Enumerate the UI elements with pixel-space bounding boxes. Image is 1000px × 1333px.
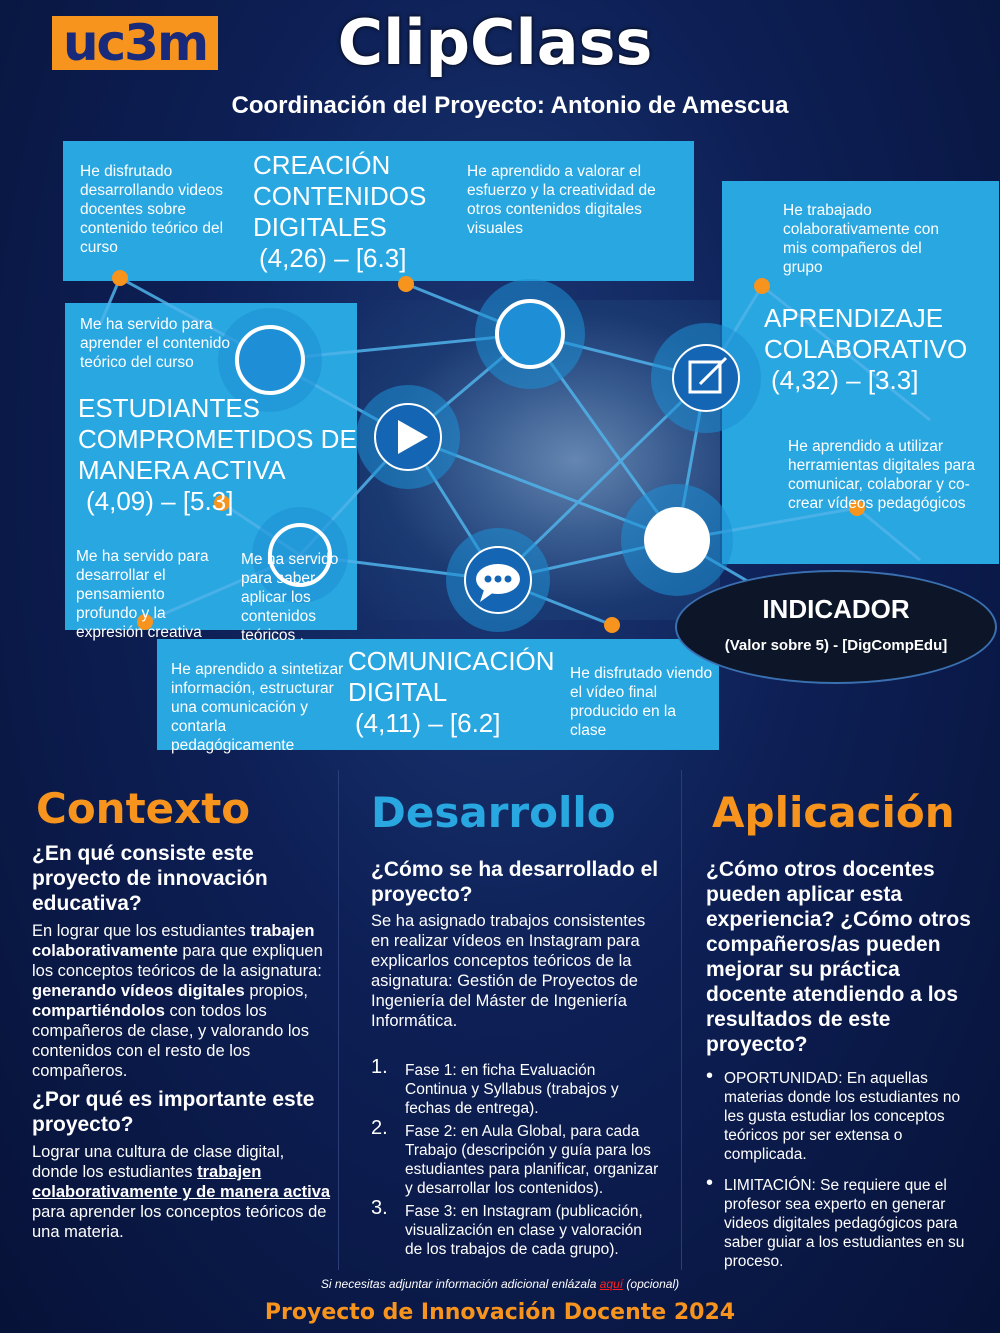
indicator-subtitle: (Valor sobre 5) - [DigCompEdu] — [724, 637, 948, 654]
poster-title: ClipClass — [337, 6, 653, 79]
comunicacion-right-note: He disfrutado viendo el vídeo final prod… — [570, 665, 713, 739]
box-aprendizaje — [722, 181, 999, 564]
phase-item: 2. Fase 2: en Aula Global, para cada Trab… — [371, 1117, 661, 1198]
phase-text: Fase 2: en Aula Global, para cada Trabaj… — [405, 1123, 659, 1197]
contexto-question-2: ¿Por qué es importante este proyecto? — [32, 1088, 315, 1136]
column-divider — [338, 770, 339, 1270]
aplicacion-list: OPORTUNIDAD: En aquellas materias donde … — [706, 1067, 981, 1271]
phase-item: 1. Fase 1: en ficha Evaluación Continua y… — [371, 1056, 661, 1118]
phase-number: 1. — [371, 1056, 388, 1078]
play-icon — [398, 420, 428, 454]
indicator-title: INDICADOR — [762, 594, 910, 624]
indicator-legend: INDICADOR (Valor sobre 5) - [DigCompEdu] — [675, 570, 997, 684]
column-divider — [681, 770, 682, 1270]
phase-number: 2. — [371, 1117, 388, 1139]
contexto-heading: Contexto — [36, 784, 251, 833]
additional-info-link[interactable]: aquí — [599, 1277, 624, 1291]
aprendizaje-bottom-note: He aprendido a utilizar herramientas dig… — [788, 438, 975, 512]
edit-icon — [688, 356, 728, 394]
chat-icon — [476, 564, 520, 602]
phase-text: Fase 3: en Instagram (publicación, visua… — [405, 1203, 643, 1258]
aprendizaje-title: APRENDIZAJE COLABORATIVO — [764, 303, 968, 364]
creacion-score: (4,26) – [6.3] — [259, 243, 407, 273]
creacion-right-note: He aprendido a valorar el esfuerzo y la … — [467, 163, 656, 237]
creacion-left-note: He disfrutado desarrollando videos docen… — [80, 163, 224, 256]
aplicacion-heading: Aplicación — [712, 788, 955, 837]
estudiantes-score: (4,09) – [5.3] — [86, 486, 234, 516]
aprendizaje-top-note: He trabajado colaborativamente con mis c… — [783, 202, 939, 276]
creacion-title: CREACIÓN CONTENIDOS DIGITALES — [253, 150, 427, 242]
phases-list: 1. Fase 1: en ficha Evaluación Continua y… — [371, 1056, 661, 1259]
phase-item: 3. Fase 3: en Instagram (publicación, vis… — [371, 1197, 661, 1259]
comunicacion-left-note: He aprendido a sintetizar información, e… — [171, 661, 344, 754]
phase-number: 3. — [371, 1197, 388, 1219]
aplicacion-section: Aplicación ¿Cómo otros docentes pueden a… — [706, 788, 981, 1283]
desarrollo-heading: Desarrollo — [371, 788, 616, 837]
phase-text: Fase 1: en ficha Evaluación Continua y S… — [405, 1062, 619, 1117]
estudiantes-title: ESTUDIANTES COMPROMETIDOS DE MANERA ACTI… — [78, 393, 357, 485]
box-creacion — [63, 141, 694, 281]
footer-title: Proyecto de Innovación Docente 2024 — [264, 1300, 736, 1325]
aplicacion-item: OPORTUNIDAD: En aquellas materias donde … — [706, 1067, 981, 1164]
network-diagram — [98, 270, 931, 633]
box-comunicacion — [157, 639, 719, 750]
contexto-section: Contexto ¿En qué consiste este proyecto … — [32, 784, 332, 1242]
desarrollo-paragraph: Se ha asignado trabajos consistentes en … — [371, 912, 646, 1030]
poster-subtitle: Coordinación del Proyecto: Antonio de Am… — [231, 92, 789, 119]
comunicacion-score: (4,11) – [6.2] — [355, 708, 501, 738]
desarrollo-question: ¿Cómo se ha desarrollado el proyecto? — [371, 858, 659, 906]
estudiantes-bottom-left: Me ha servido para desarrollar el pensam… — [76, 548, 209, 641]
uc3m-logo: uc3m — [52, 16, 218, 70]
contexto-paragraph-1: En lograr que los estudiantes trabajen c… — [32, 922, 323, 1080]
aprendizaje-score: (4,32) – [3.3] — [771, 365, 919, 395]
aplicacion-question: ¿Cómo otros docentes pueden aplicar esta… — [706, 858, 971, 1056]
footnote: Si necesitas adjuntar información adicio… — [320, 1277, 680, 1291]
contexto-paragraph-2: Lograr una cultura de clase digital, don… — [32, 1143, 331, 1241]
estudiantes-bottom-right: Me ha servido para saber aplicar los con… — [241, 551, 339, 644]
desarrollo-section: Desarrollo ¿Cómo se ha desarrollado el p… — [371, 788, 661, 1263]
comunicacion-title: COMUNICACIÓN DIGITAL — [348, 646, 555, 707]
aplicacion-item: LIMITACIÓN: Se requiere que el profesor … — [706, 1174, 981, 1271]
contexto-question-1: ¿En qué consiste este proyecto de innova… — [32, 842, 268, 915]
estudiantes-top-note: Me ha servido para aprender el contenido… — [80, 316, 230, 371]
